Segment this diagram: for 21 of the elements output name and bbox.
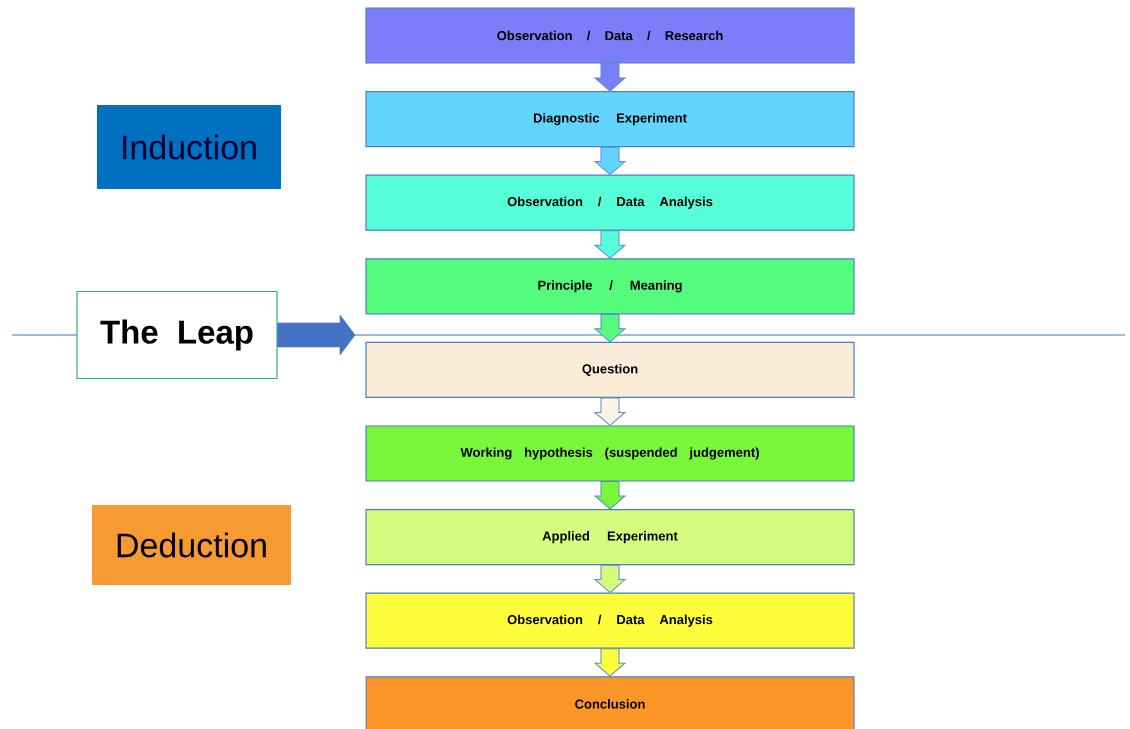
block-arrow	[594, 146, 626, 176]
block-arrow	[594, 481, 626, 510]
process-box: Observation / Data / Research	[365, 7, 855, 64]
block-arrow	[277, 314, 356, 356]
process-box: Conclusion	[365, 676, 855, 729]
process-box: Observation / Data Analysis	[365, 592, 855, 649]
block-arrow	[594, 313, 626, 343]
process-box: Diagnostic Experiment	[365, 91, 855, 148]
process-box: Question	[365, 341, 855, 398]
process-box: Principle / Meaning	[365, 258, 855, 315]
process-box: Working hypothesis (suspended judgement)	[365, 425, 855, 482]
leap-box: The Leap	[76, 290, 278, 380]
block-arrow	[594, 230, 626, 259]
induction-label: Induction	[97, 105, 281, 189]
process-box: Applied Experiment	[365, 509, 855, 566]
block-arrow	[594, 564, 626, 594]
block-arrow	[594, 648, 626, 677]
block-arrow	[594, 397, 626, 426]
process-box: Observation / Data Analysis	[365, 174, 855, 231]
deduction-label: Deduction	[92, 505, 291, 585]
block-arrow	[594, 63, 626, 92]
